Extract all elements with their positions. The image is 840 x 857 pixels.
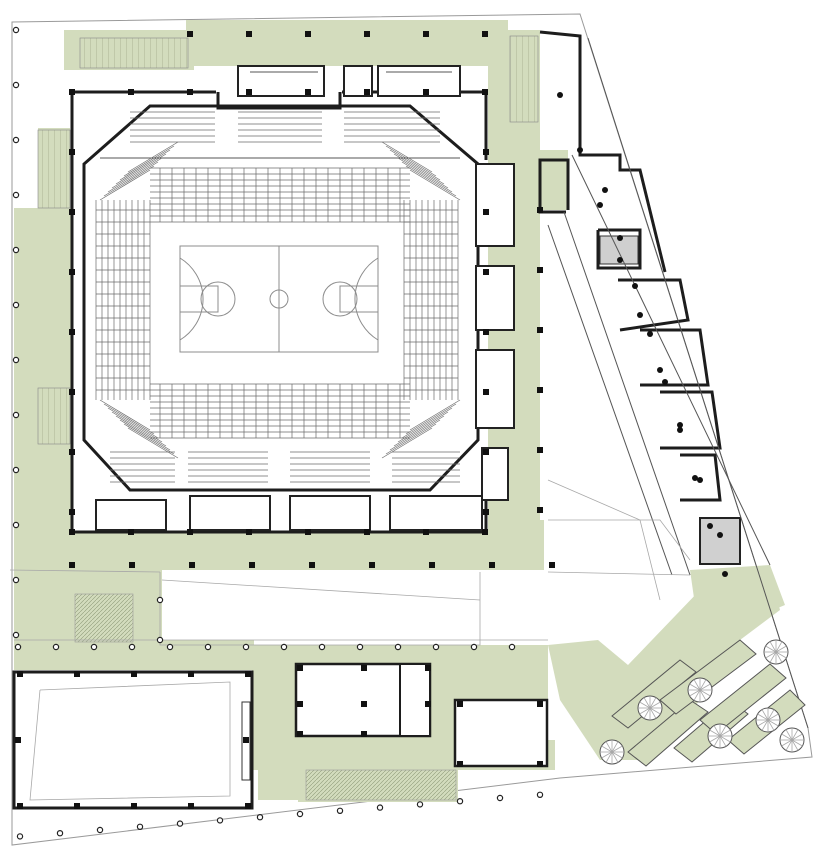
- arena-seating: [95, 111, 461, 483]
- structural-columns: [15, 31, 728, 809]
- stair-north-west: [37, 129, 71, 209]
- stair-north: [79, 37, 189, 69]
- service-rooms-south: [95, 495, 483, 531]
- stair-west: [37, 387, 71, 445]
- stair-north-east: [509, 35, 539, 123]
- site-bollards: [12, 26, 544, 840]
- pavilion-building: [294, 662, 549, 768]
- basketball-court: [179, 245, 379, 353]
- hatched-paving: [74, 593, 134, 643]
- arena-building: [70, 90, 488, 534]
- service-rooms-east: [475, 163, 515, 501]
- training-hall: [12, 670, 254, 810]
- hatched-paving: [305, 769, 457, 801]
- trees: [599, 639, 805, 765]
